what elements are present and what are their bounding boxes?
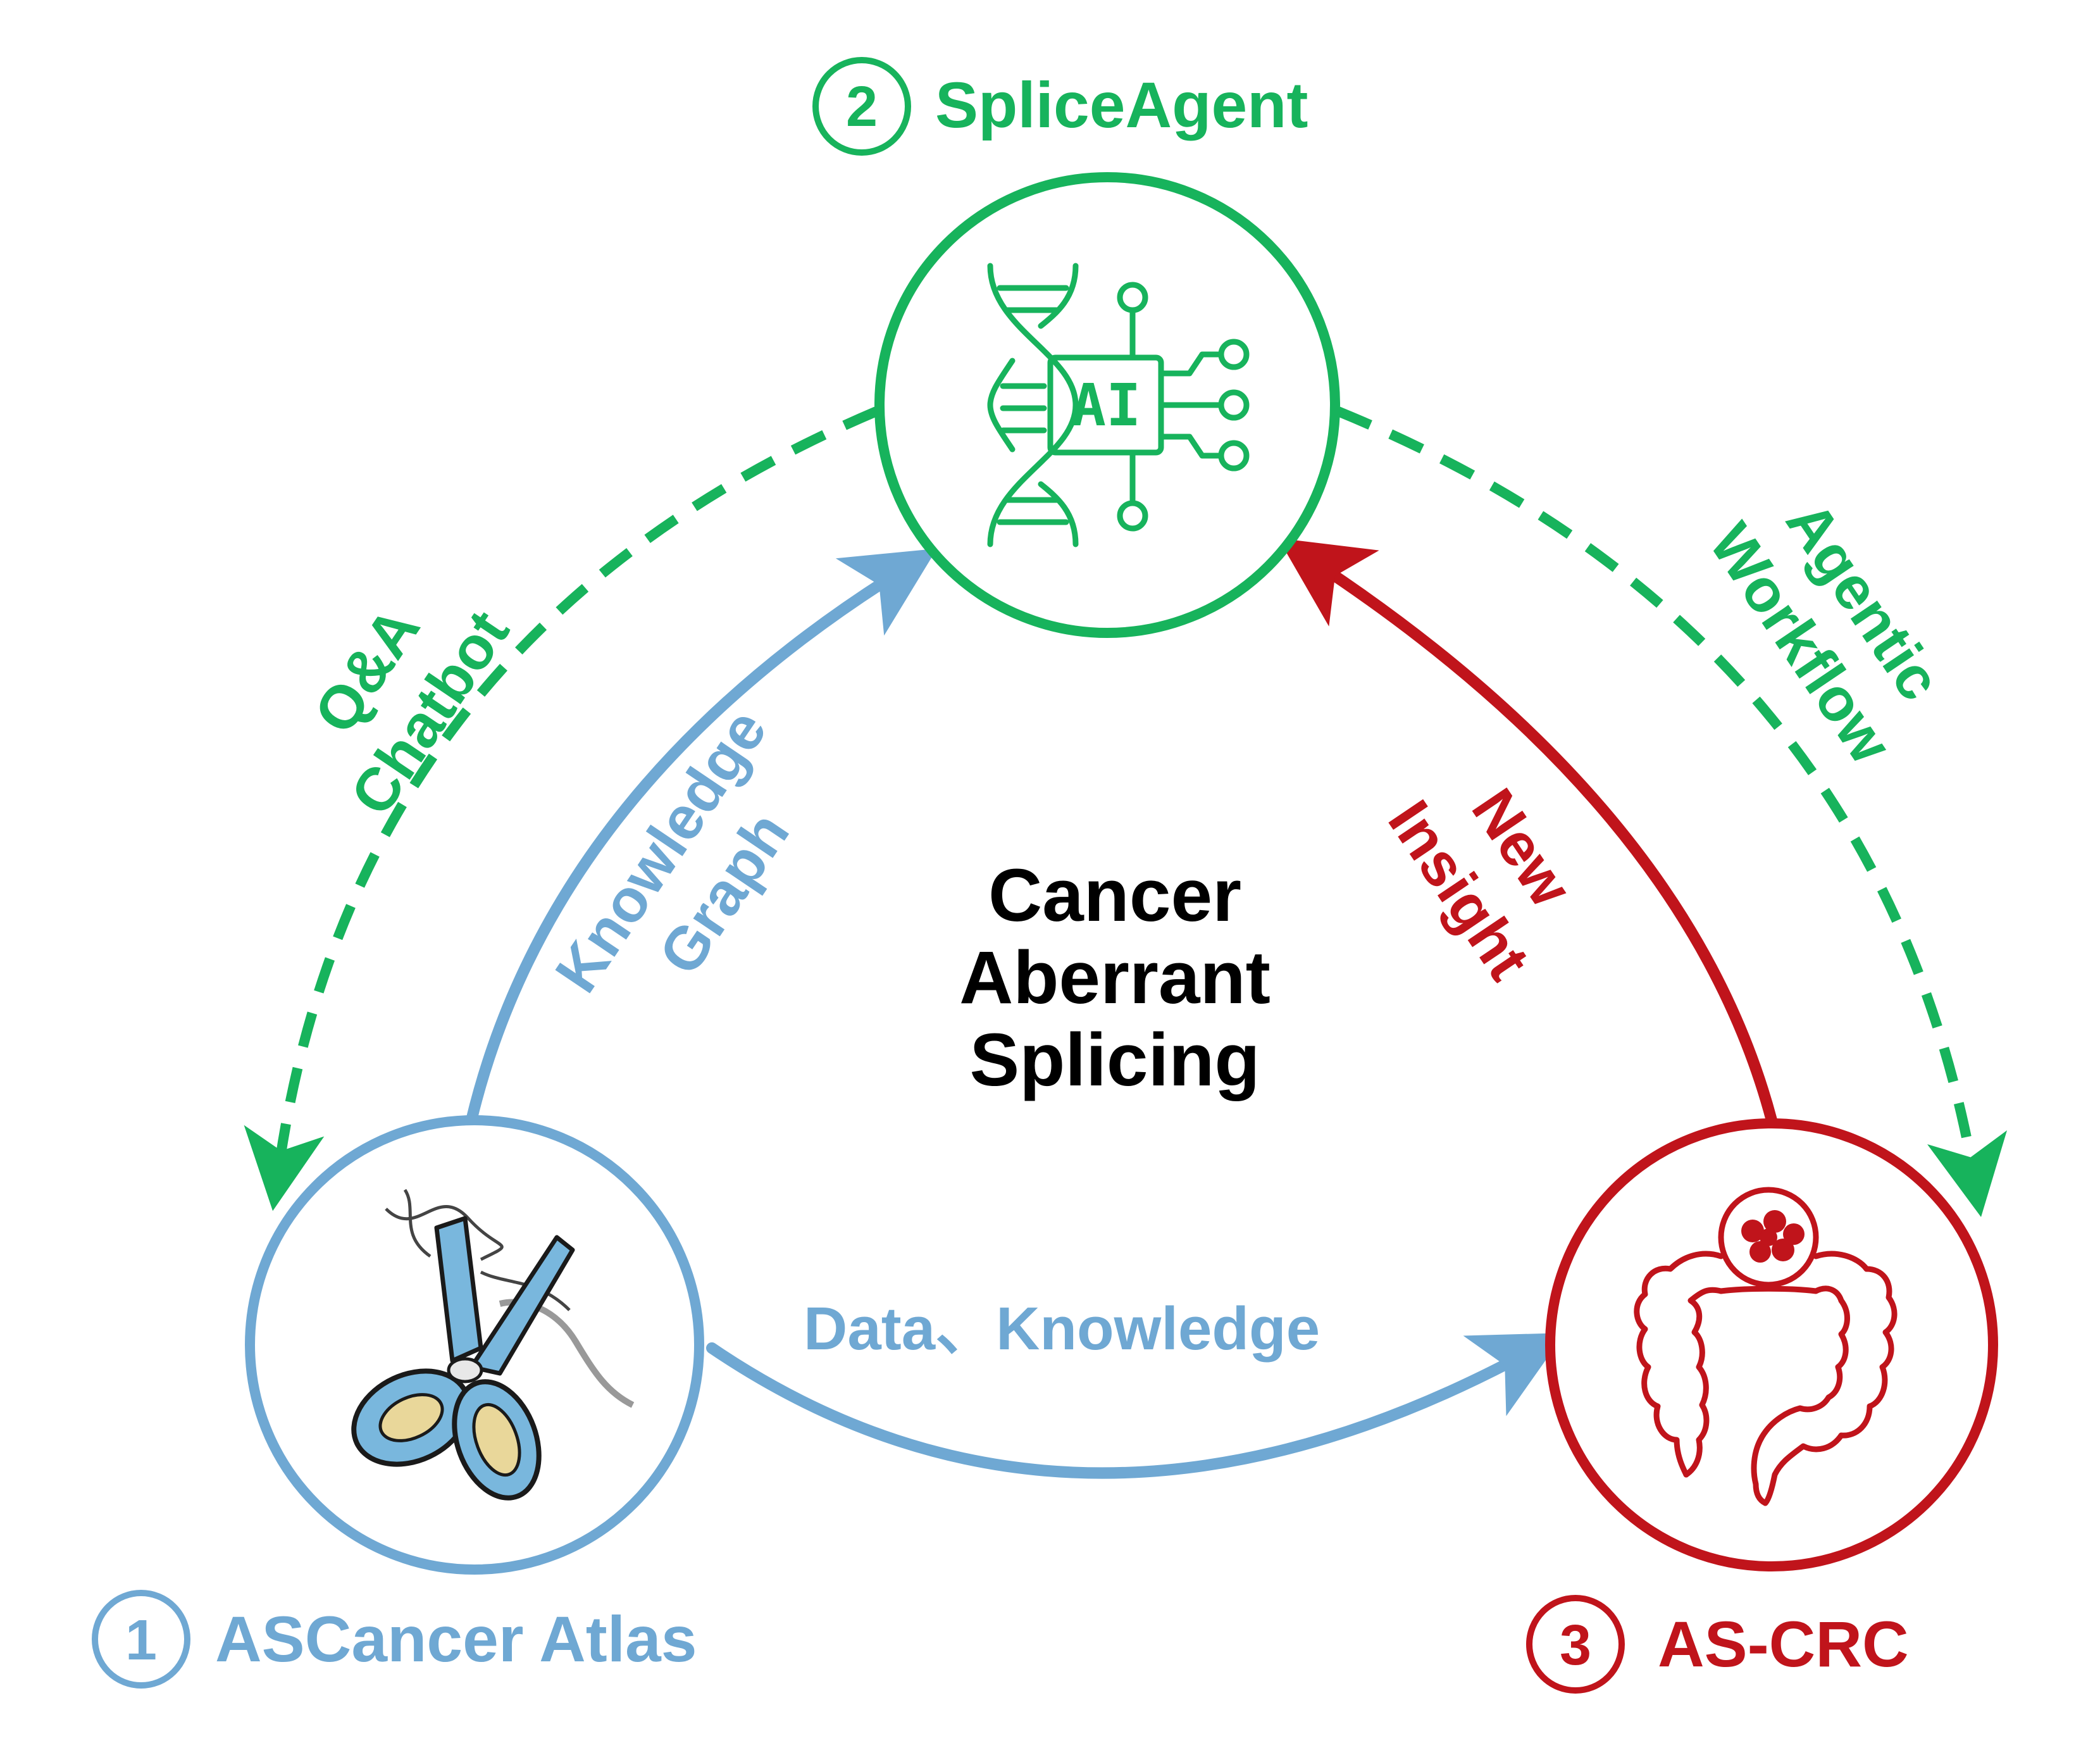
as-crc-title: AS-CRC: [1658, 1608, 1909, 1680]
ascancer-atlas-title: ASCancer Atlas: [215, 1603, 697, 1675]
splice-agent-node: AI: [874, 172, 1340, 638]
center-line-2: Aberrant: [959, 936, 1271, 1020]
step-2-number: 2: [846, 75, 878, 139]
qa-chatbot-label: Q&A Chatbot: [301, 596, 522, 827]
new-insight-arrow: [1277, 538, 1777, 1126]
agentic-workflow-label: Agentic Workflow: [1696, 490, 1954, 775]
as-crc-label: 3 AS-CRC: [1526, 1595, 1909, 1694]
ascancer-atlas-label: 1 ASCancer Atlas: [92, 1590, 697, 1689]
as-crc-node: [1545, 1118, 1998, 1571]
dna-ai-chip-icon: [987, 263, 1250, 547]
knowledge-graph-arrow: [466, 548, 937, 1126]
step-3-number: 3: [1560, 1614, 1591, 1677]
data-knowledge-arrow: [706, 1333, 1565, 1479]
colon-tumor-icon: [1634, 1187, 1898, 1506]
splice-agent-title: SpliceAgent: [935, 69, 1308, 141]
step-3-badge: [1526, 1595, 1625, 1694]
step-1-badge: [92, 1590, 190, 1689]
new-insight-label: New Insight: [1375, 777, 1585, 992]
knowledge-graph-label: Knowledge Graph: [542, 697, 802, 1004]
center-line-3: Splicing: [970, 1018, 1260, 1102]
data-knowledge-label: Data、Knowledge: [804, 1295, 1320, 1363]
splice-agent-label: 2 SpliceAgent: [812, 57, 1308, 156]
qa-chatbot-arrow: [244, 406, 879, 1211]
center-label: Cancer Aberrant Splicing: [959, 854, 1271, 1102]
scissors-icon: [351, 1189, 635, 1501]
step-2-badge: [812, 57, 911, 156]
ascancer-atlas-node: [245, 1115, 704, 1575]
center-line-1: Cancer: [988, 854, 1241, 937]
agentic-workflow-arrow: [1336, 406, 2008, 1218]
ai-chip-label: AI: [1071, 372, 1141, 439]
step-1-number: 1: [125, 1609, 157, 1672]
